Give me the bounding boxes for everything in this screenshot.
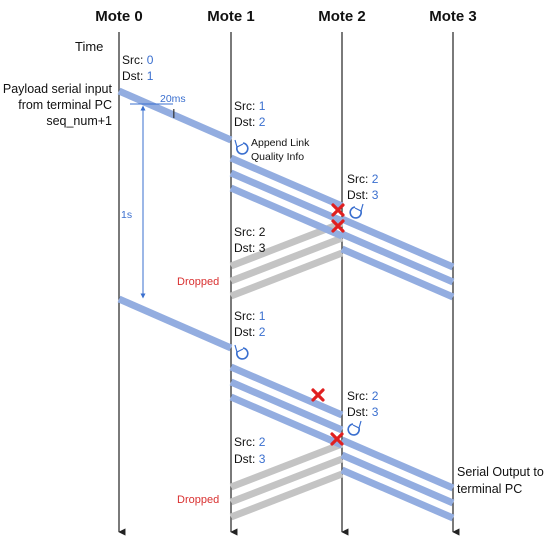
packet-mote2-to-mote3-b — [340, 230, 455, 286]
svg-text:Dst: 3: Dst: 3 — [234, 241, 266, 255]
svg-text:Src: 1: Src: 1 — [234, 99, 266, 113]
serial-output-line-1: Serial Output to — [457, 465, 544, 479]
packet-mote1-to-mote2-d — [229, 363, 344, 419]
dropped-packets-2 — [229, 440, 344, 521]
dropped-label-2: Dropped — [177, 494, 219, 506]
svg-text:Dst: 2: Dst: 2 — [234, 325, 266, 339]
payload-text-line-2: from terminal PC — [18, 98, 112, 112]
interval-20ms-label: 20ms — [160, 93, 186, 105]
append-text-line-1: Append Link — [251, 137, 310, 149]
header-src1-dst2-b: Src: 1 Dst: 2 — [234, 309, 266, 339]
dropped-packet — [229, 249, 344, 300]
svg-text:Src: 2: Src: 2 — [234, 225, 266, 239]
collision-x-icon — [331, 219, 345, 233]
header-src2-dst3-d: Src: 2 Dst: 3 — [234, 435, 266, 466]
mote-3-title: Mote 3 — [429, 8, 477, 25]
packet-mote1-to-mote2-b — [229, 169, 344, 225]
header-src2-dst3-b: Src: 2 Dst: 3 — [234, 225, 266, 255]
header-src2-dst3-c: Src: 2 Dst: 3 — [347, 389, 379, 419]
svg-text:Src: 2: Src: 2 — [347, 172, 379, 186]
svg-text:Dst: 2: Dst: 2 — [234, 115, 266, 129]
packet-mote2-to-mote3-e — [340, 451, 455, 507]
header-src0-dst1: Src: 0 Dst: 1 — [122, 53, 154, 83]
time-label: Time — [75, 39, 103, 54]
dropped-packet — [229, 440, 344, 491]
packet-mote0-to-mote1-2 — [117, 295, 233, 352]
packet-mote1-to-mote2-e — [229, 378, 344, 434]
header-src2-dst3-a: Src: 2 Dst: 3 — [347, 172, 379, 202]
packet-mote0-to-mote1-1 — [117, 87, 233, 144]
collision-x-icon — [330, 432, 344, 446]
payload-text-line-3: seq_num+1 — [46, 114, 112, 128]
header-src1-dst2: Src: 1 Dst: 2 — [234, 99, 266, 129]
refresh-icon — [347, 420, 362, 436]
refresh-icon — [349, 203, 364, 219]
dropped-packet — [229, 455, 344, 506]
collision-x-icon — [311, 388, 325, 402]
packet-mote2-to-mote3-a — [340, 215, 455, 271]
serial-output-line-2: terminal PC — [457, 482, 522, 496]
packet-mote2-to-mote3-c — [340, 245, 455, 301]
payload-text-line-1: Payload serial input — [3, 82, 113, 96]
svg-text:Dst: 3: Dst: 3 — [347, 405, 379, 419]
packet-mote1-to-mote2-a — [229, 154, 344, 210]
svg-text:Dst: 1: Dst: 1 — [122, 69, 154, 83]
packet-mote1-to-mote2-c — [229, 184, 344, 240]
svg-text:Src: 2: Src: 2 — [347, 389, 379, 403]
mote-2-title: Mote 2 — [318, 8, 366, 25]
svg-text:Dst: 3: Dst: 3 — [347, 188, 379, 202]
packet-mote1-to-mote2-f — [229, 393, 344, 449]
packet-mote2-to-mote3-d — [340, 436, 455, 492]
dropped-label-1: Dropped — [177, 276, 219, 288]
append-text-line-2: Quality Info — [251, 151, 304, 163]
collision-x-icon — [331, 203, 345, 217]
text-cursor-icon: I — [172, 106, 176, 121]
refresh-icon — [234, 344, 249, 360]
dropped-packet — [229, 234, 344, 285]
svg-text:Src: 2: Src: 2 — [234, 435, 266, 449]
mote-0-title: Mote 0 — [95, 8, 143, 25]
interval-1s-label: 1s — [121, 209, 132, 221]
svg-text:Dst: 3: Dst: 3 — [234, 452, 266, 466]
svg-text:Src: 0: Src: 0 — [122, 53, 154, 67]
dropped-packet — [229, 470, 344, 521]
packet-mote2-to-mote3-f — [340, 466, 455, 522]
refresh-icon — [234, 139, 249, 155]
svg-text:Src: 1: Src: 1 — [234, 309, 266, 323]
mote-1-title: Mote 1 — [207, 8, 255, 25]
